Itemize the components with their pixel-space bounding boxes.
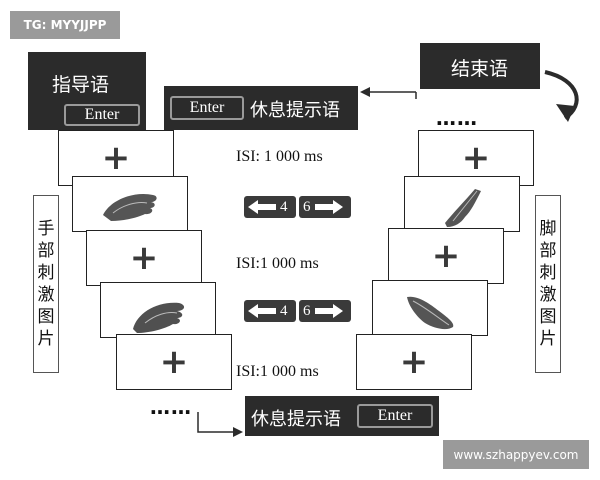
end-box: 结束语 bbox=[420, 43, 540, 89]
right-arrow-icon bbox=[314, 200, 343, 214]
foot-image bbox=[407, 296, 454, 330]
isi-label-1: ISI: 1 000 ms bbox=[236, 148, 323, 165]
fixation-cross: + bbox=[461, 138, 491, 178]
instruction-enter-key: Enter bbox=[64, 104, 140, 126]
hand-label-char: 部 bbox=[37, 241, 55, 261]
hand-stimulus-card-1 bbox=[72, 176, 188, 232]
foot-fixation-card-3: + bbox=[356, 334, 472, 390]
hand-label-char: 片 bbox=[37, 329, 55, 349]
fixation-cross: + bbox=[101, 138, 131, 178]
foot-label-char: 片 bbox=[539, 329, 557, 349]
foot-label-char: 部 bbox=[539, 241, 557, 261]
key-4: 4 bbox=[244, 196, 296, 218]
foot-stimulus-card-2 bbox=[372, 280, 488, 336]
arrow-right-to-rest-head bbox=[360, 87, 370, 97]
instruction-label: 指导语 bbox=[52, 74, 110, 96]
right-arrow-icon bbox=[314, 304, 343, 318]
rest-prompt-top-enter-key: Enter bbox=[170, 96, 244, 120]
fixation-cross: + bbox=[129, 238, 159, 278]
rest-prompt-top: Enter 休息提示语 bbox=[164, 86, 358, 130]
rest-prompt-top-label: 休息提示语 bbox=[250, 100, 340, 121]
arrow-bottom-to-rest-head bbox=[233, 427, 243, 437]
instruction-box: 指导语 Enter bbox=[28, 52, 146, 130]
foot-stimuli-label: 脚 部 刺 激 图 片 bbox=[535, 195, 561, 373]
watermark-top-left: TG: MYYJJPP bbox=[10, 11, 120, 39]
watermark-bottom-right: www.szhappyev.com bbox=[443, 440, 589, 469]
ellipsis-bottom-left: …… bbox=[150, 395, 192, 419]
rest-prompt-bottom: 休息提示语 Enter bbox=[245, 396, 439, 436]
ellipsis-top-right: …… bbox=[436, 106, 478, 130]
foot-stimulus-card-1 bbox=[404, 176, 520, 232]
response-keys-1: 4 6 bbox=[244, 196, 351, 218]
isi-label-3: ISI:1 000 ms bbox=[236, 363, 319, 380]
fixation-cross: + bbox=[431, 236, 461, 276]
fixation-cross: + bbox=[159, 342, 189, 382]
end-label: 结束语 bbox=[451, 58, 509, 80]
hand-image bbox=[133, 302, 185, 333]
hand-stimulus-card-2 bbox=[100, 282, 216, 338]
response-keys-2: 4 6 bbox=[244, 300, 351, 322]
arrow-bottom-to-rest bbox=[197, 412, 236, 433]
fixation-cross: + bbox=[399, 342, 429, 382]
foot-label-char: 刺 bbox=[539, 263, 557, 283]
foot-label-char: 激 bbox=[539, 285, 557, 305]
hand-stimuli-label: 手 部 刺 激 图 片 bbox=[33, 195, 59, 373]
curved-arrow-end-head bbox=[556, 104, 575, 122]
key-6: 6 bbox=[299, 196, 351, 218]
foot-fixation-card-2: + bbox=[388, 228, 504, 284]
rest-prompt-bottom-label: 休息提示语 bbox=[251, 409, 341, 430]
hand-label-char: 手 bbox=[37, 219, 55, 239]
isi-label-2: ISI:1 000 ms bbox=[236, 255, 319, 272]
hand-label-char: 激 bbox=[37, 285, 55, 305]
key-6: 6 bbox=[299, 300, 351, 322]
hand-fixation-card-2: + bbox=[86, 230, 202, 286]
foot-label-char: 图 bbox=[539, 307, 557, 327]
hand-fixation-card-3: + bbox=[116, 334, 232, 390]
hand-label-char: 刺 bbox=[37, 263, 55, 283]
foot-image bbox=[445, 189, 481, 227]
rest-prompt-bottom-enter-key: Enter bbox=[357, 404, 433, 428]
left-arrow-icon bbox=[248, 200, 276, 214]
hand-image bbox=[103, 193, 157, 221]
hand-label-char: 图 bbox=[37, 307, 55, 327]
foot-label-char: 脚 bbox=[539, 219, 557, 239]
left-arrow-icon bbox=[248, 304, 276, 318]
key-4: 4 bbox=[244, 300, 296, 322]
